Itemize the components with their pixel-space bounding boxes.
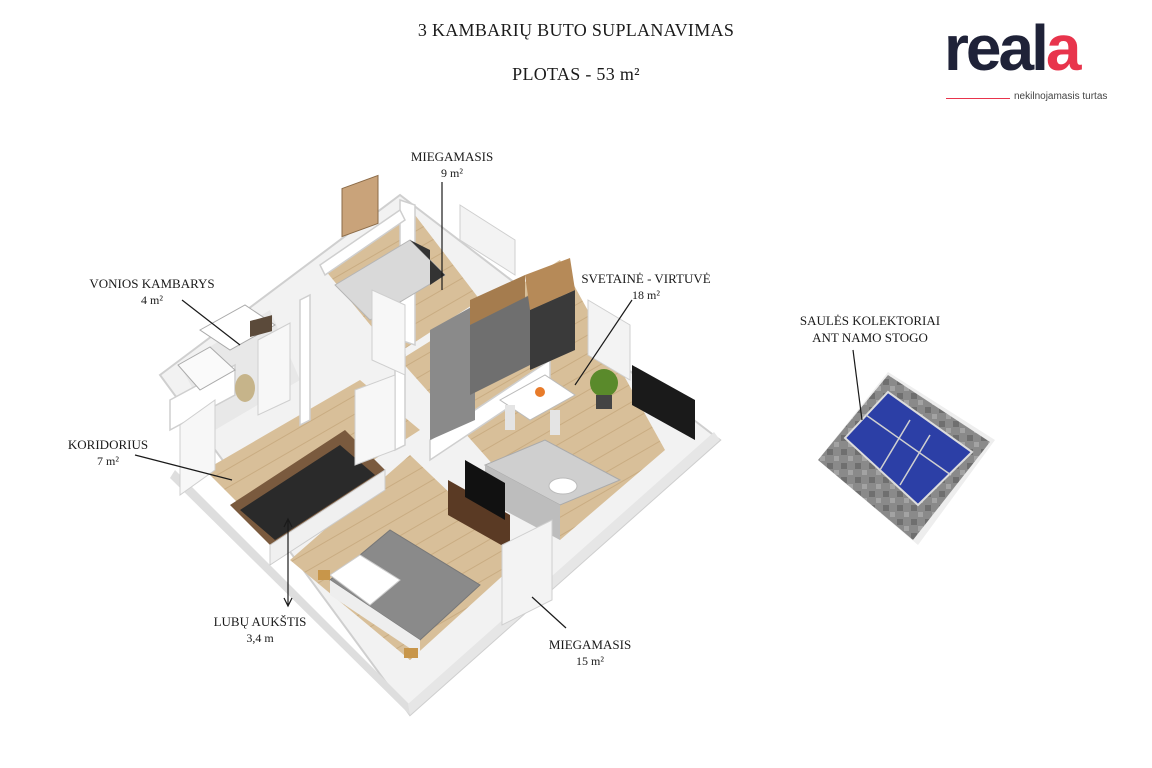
label-ceiling-name: LUBŲ AUKŠTIS [213,614,307,629]
plan-area: PLOTAS - 53 m² [512,64,640,84]
leader-bedroom-large [531,596,567,629]
logo-divider [946,98,1010,99]
ceiling-arrow-top [283,517,293,528]
logo-tagline: nekilnojamasis turtas [1014,91,1108,102]
label-living-kitchen-name: SVETAINĖ - VIRTUVĖ [581,271,711,286]
label-ceiling-height: LUBŲ AUKŠTIS 3,4 m [200,613,320,647]
plan-title: 3 KAMBARIŲ BUTO SUPLANAVIMAS [417,20,735,40]
leader-lines [134,182,863,629]
ceiling-arrow-bottom [283,597,293,608]
windows [459,204,631,626]
dining-table [499,374,576,435]
tv-bedroom [448,460,510,550]
label-bedroom-small-name: MIEGAMASIS [410,149,494,164]
small-bed [334,239,446,321]
label-living-kitchen: SVETAINĖ - VIRTUVĖ 18 m² [566,270,726,304]
leader-living [574,299,633,386]
logo-word-main: real [944,12,1049,84]
label-corridor-area: 7 m² [97,454,119,468]
label-living-kitchen-area: 18 m² [632,288,660,302]
label-corridor: KORIDORIUS 7 m² [48,436,168,470]
label-bathroom-name: VONIOS KAMBARYS [89,276,215,291]
leader-bathroom [181,299,241,346]
doors [179,289,406,496]
kitchen [430,258,575,440]
label-solar-line2: ANT NAMO STOGO [812,330,928,345]
label-bedroom-large-area: 15 m² [576,654,604,668]
leader-corridor [134,454,233,481]
reala-logo: reala nekilnojamasis turtas [944,16,1122,102]
label-bedroom-small: MIEGAMASIS 9 m² [402,148,502,182]
label-solar-line1: SAULĖS KOLEKTORIAI [799,313,941,328]
label-bathroom-area: 4 m² [141,293,163,307]
bathroom-fixtures [177,304,276,402]
large-bed [318,529,481,658]
wardrobe [230,430,386,566]
label-bathroom: VONIOS KAMBARYS 4 m² [72,275,232,309]
label-bedroom-large-name: MIEGAMASIS [548,637,632,652]
wall-picture [341,174,379,238]
label-bedroom-small-area: 9 m² [441,166,463,180]
label-corridor-name: KORIDORIUS [67,437,149,452]
plant [590,369,618,409]
logo-word: reala [944,16,1081,80]
solar-panel [843,390,974,507]
label-bedroom-large: MIEGAMASIS 15 m² [530,636,650,670]
solar-roof-illustration [818,372,995,545]
leader-solar [852,349,863,421]
label-ceiling-value: 3,4 m [246,631,274,645]
label-solar: SAULĖS KOLEKTORIAI ANT NAMO STOGO [780,312,960,346]
tv-living [632,365,695,440]
logo-word-accent: a [1045,12,1082,84]
